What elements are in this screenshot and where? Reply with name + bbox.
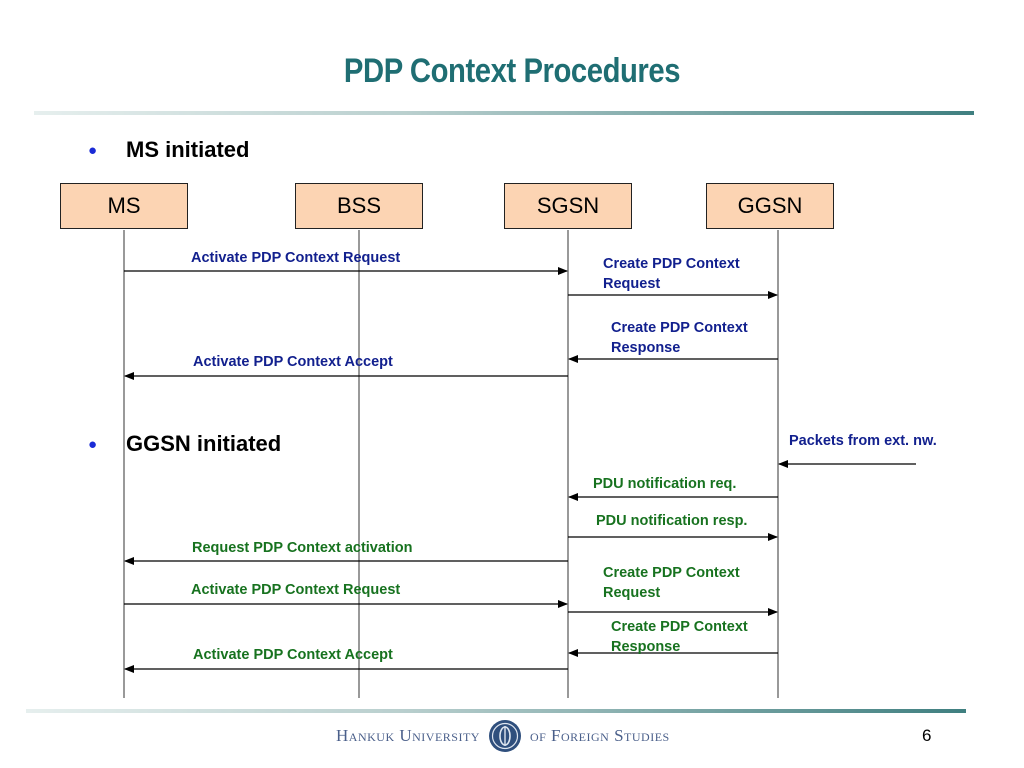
message-label: PDU notification resp.: [596, 513, 748, 529]
message-label: Create PDP Context: [611, 320, 748, 336]
message-label: Create PDP Context: [603, 256, 740, 272]
university-seal-icon: [488, 720, 521, 752]
logo-text-left: Hankuk University: [336, 726, 480, 745]
message-label: Packets from ext. nw.: [789, 433, 937, 449]
bullet-icon: ●: [88, 142, 98, 159]
footer-divider: [26, 709, 966, 713]
message-label: Request: [603, 585, 661, 601]
entity-ms: MS: [60, 183, 188, 229]
message-label: Activate PDP Context Request: [191, 582, 401, 598]
university-logo: Hankuk University of Foreign Studies: [336, 716, 670, 756]
entity-sgsn: SGSN: [504, 183, 632, 229]
section-ggsn-initiated: GGSN initiated: [126, 431, 282, 456]
message-label: Activate PDP Context Accept: [193, 354, 393, 370]
message-label: Response: [611, 340, 681, 356]
message-label: Activate PDP Context Accept: [193, 647, 393, 663]
entity-ggsn: GGSN: [706, 183, 834, 229]
message-label: Create PDP Context: [603, 565, 740, 581]
message-label: Activate PDP Context Request: [191, 250, 401, 266]
entity-bss: BSS: [295, 183, 423, 229]
title-divider: [34, 111, 974, 115]
section-ms-initiated: MS initiated: [126, 137, 250, 162]
message-label: PDU notification req.: [593, 476, 737, 492]
logo-text-right: of Foreign Studies: [529, 726, 670, 745]
bullet-icon: ●: [88, 436, 98, 453]
message-label: Create PDP Context: [611, 619, 748, 635]
message-label: Request: [603, 276, 661, 292]
message-label: Request PDP Context activation: [192, 540, 413, 556]
page-number: 6: [922, 726, 932, 745]
message-label: Response: [611, 639, 681, 655]
slide-title: PDP Context Procedures: [343, 52, 681, 90]
